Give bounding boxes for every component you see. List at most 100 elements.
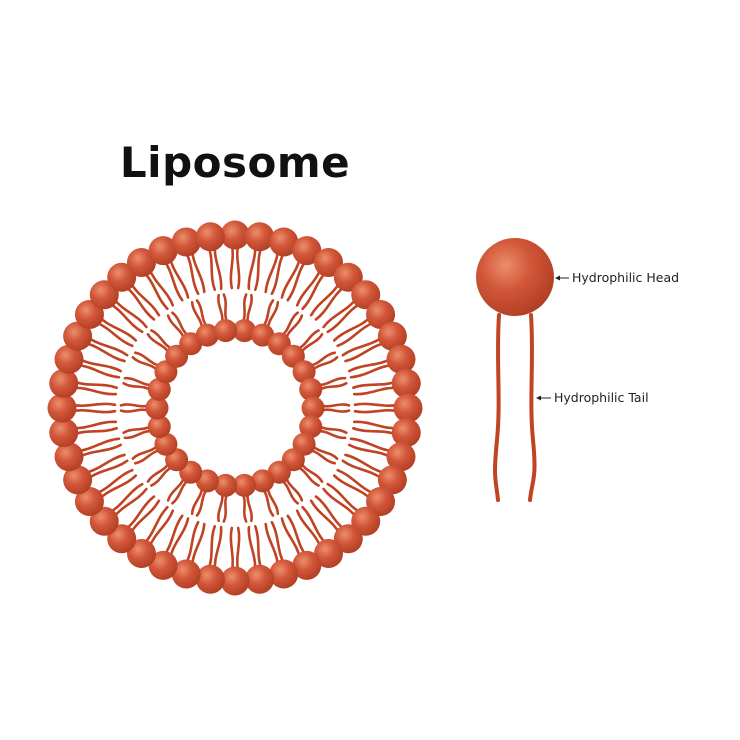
lipid-head [377, 465, 407, 495]
lipid-tail [236, 243, 241, 290]
lipid-tail [319, 408, 351, 413]
lipid-tail [270, 520, 286, 565]
lipid-tail [253, 525, 263, 571]
head-label-text: Hydrophilic Head [572, 270, 679, 285]
lipid-tail [213, 525, 223, 572]
lipid-head [232, 473, 256, 497]
lipid-head [147, 415, 171, 439]
lipid-head [49, 418, 79, 448]
lipid-head [148, 550, 178, 580]
lipid-tail [70, 409, 117, 414]
lipid-tail [119, 408, 151, 413]
lipid-head [377, 321, 407, 351]
lipid-head [148, 236, 178, 266]
lipid-head [245, 564, 275, 594]
lipid-tail [217, 293, 224, 325]
lipid-tail [347, 357, 392, 373]
lipid-tail [71, 420, 118, 430]
lipid-tail [352, 386, 399, 396]
lipid-tail [247, 244, 257, 291]
lipid-tail [78, 443, 123, 459]
liposome-structure [47, 220, 423, 596]
lipid-head [54, 442, 84, 472]
lipid-head [476, 238, 554, 316]
lipid-tail [270, 251, 286, 296]
lipid-head [195, 323, 219, 347]
lipid-tail [78, 357, 123, 373]
lipid-head [107, 262, 137, 292]
page-title: Liposome [119, 138, 351, 187]
lipid-tail [253, 245, 263, 291]
lipid-head [292, 236, 322, 266]
lipid-tail [71, 386, 118, 396]
lipid-tail [207, 245, 217, 291]
lipid-tail [70, 402, 117, 407]
lipid-head [214, 473, 238, 497]
lipid-head [171, 227, 201, 257]
lipid-tail [236, 526, 241, 573]
lipid-head [63, 321, 93, 351]
lipid-head [154, 432, 178, 456]
lipid-head [126, 539, 156, 569]
lipid-head [333, 524, 363, 554]
lipid-head [366, 299, 396, 329]
lipid-head [220, 220, 250, 250]
lipid-head [49, 368, 79, 398]
lipid-tails [70, 243, 400, 573]
head-arrowhead-icon [555, 275, 560, 281]
lipid-head [54, 344, 84, 374]
lipid-head [299, 415, 323, 439]
lipid-head [386, 344, 416, 374]
lipid-tail [222, 293, 229, 324]
lipid-head [351, 280, 381, 310]
lipid-tail [352, 426, 398, 436]
lipid-tail [353, 402, 400, 407]
lipid-head [292, 360, 316, 384]
lipid-head [147, 377, 171, 401]
lipid-head [214, 319, 238, 343]
single-phospholipid [476, 238, 554, 502]
lipid-tail [72, 380, 118, 390]
lipid-tail-right [528, 313, 537, 502]
lipid-head [47, 393, 77, 423]
head-label: Hydrophilic Head [555, 270, 679, 285]
tail-arrowhead-icon [536, 395, 541, 401]
lipid-tail [123, 376, 154, 387]
lipid-heads [47, 220, 423, 596]
lipid-tail [222, 492, 229, 523]
lipid-head [314, 247, 344, 277]
lipid-head [145, 396, 169, 420]
lipid-tail-left [493, 313, 501, 502]
lipid-head [314, 539, 344, 569]
lipid-head [232, 319, 256, 343]
lipid-tail [241, 293, 248, 324]
lipid-tail [184, 251, 200, 296]
tail-label-text: Hydrophilic Tail [554, 390, 649, 405]
lipid-tail [319, 403, 351, 408]
lipid-head [391, 418, 421, 448]
lipid-tail [316, 429, 347, 440]
lipid-head [245, 222, 275, 252]
lipid-head [171, 559, 201, 589]
lipid-tail [217, 491, 224, 523]
lipid-head [269, 559, 299, 589]
lipid-tail [229, 526, 234, 573]
lipid-tail [347, 443, 392, 459]
lipid-tail [353, 409, 400, 414]
lipid-head [299, 377, 323, 401]
lipid-tail [123, 429, 154, 440]
lipid-head [393, 393, 423, 423]
lipid-head [220, 566, 250, 596]
tail-label: Hydrophilic Tail [536, 390, 649, 405]
lipid-head [74, 487, 104, 517]
lipid-head [391, 368, 421, 398]
lipid-head [89, 506, 119, 536]
lipid-head [126, 247, 156, 277]
lipid-tail [72, 426, 118, 436]
lipid-tail [352, 420, 399, 430]
lipid-head [269, 227, 299, 257]
lipid-tail [207, 525, 217, 571]
lipid-tail [247, 525, 257, 572]
lipid-head [301, 396, 325, 420]
